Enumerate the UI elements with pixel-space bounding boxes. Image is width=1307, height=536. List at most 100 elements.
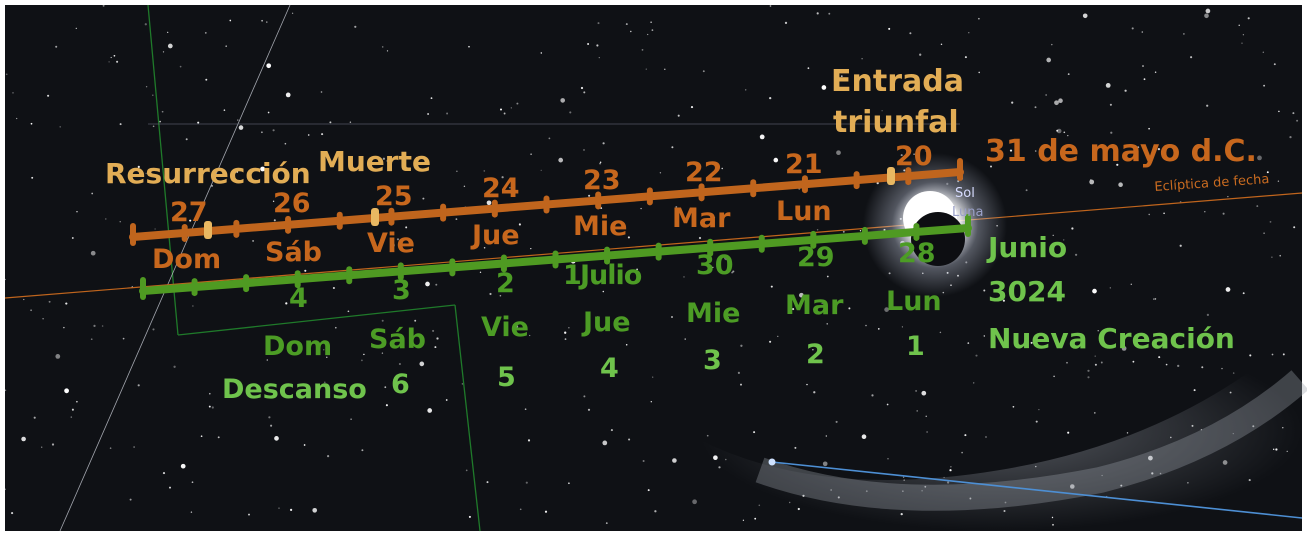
star	[486, 200, 492, 206]
star	[461, 383, 464, 385]
star	[1100, 361, 1103, 364]
star	[1062, 249, 1065, 252]
star	[1093, 412, 1096, 414]
star	[1094, 363, 1097, 366]
star	[921, 390, 927, 396]
green-date: 1	[563, 260, 582, 291]
star	[384, 386, 387, 389]
star	[1034, 150, 1037, 152]
star	[284, 142, 287, 145]
star	[129, 498, 132, 501]
star	[784, 21, 788, 25]
star	[558, 157, 564, 163]
star	[1190, 56, 1193, 59]
star	[1082, 13, 1088, 19]
creation-day-number: 2	[806, 339, 825, 370]
star	[238, 125, 244, 130]
star	[1153, 298, 1155, 300]
green-weekday: Jue	[583, 307, 631, 338]
star	[4, 488, 6, 491]
star	[1058, 98, 1063, 104]
star	[770, 285, 773, 288]
star	[1087, 369, 1090, 372]
star	[385, 404, 388, 407]
star	[564, 338, 567, 340]
star	[825, 435, 827, 437]
star	[113, 54, 116, 57]
star	[1278, 110, 1280, 113]
star	[702, 70, 705, 73]
star	[486, 481, 489, 484]
star	[430, 97, 433, 99]
star	[769, 5, 772, 7]
star	[1045, 94, 1047, 96]
orange-weekday: Lun	[776, 196, 832, 227]
ecliptic-line	[4, 192, 1303, 299]
star	[321, 133, 324, 136]
star	[119, 123, 122, 126]
star	[145, 86, 148, 88]
star	[422, 197, 425, 200]
star	[468, 45, 470, 48]
star	[105, 218, 107, 220]
star	[740, 344, 743, 347]
star	[133, 446, 135, 448]
star	[985, 436, 987, 438]
star	[1052, 234, 1054, 236]
star	[732, 270, 735, 273]
star	[1148, 213, 1150, 216]
star	[119, 221, 121, 223]
star	[71, 237, 74, 239]
star	[560, 98, 566, 103]
star	[1110, 131, 1113, 134]
star	[518, 223, 521, 226]
star	[871, 394, 874, 397]
star	[272, 129, 275, 132]
star	[821, 302, 824, 305]
orange-timeline	[129, 158, 964, 246]
star	[261, 131, 263, 134]
star	[304, 269, 307, 272]
star	[1263, 84, 1266, 87]
event-marker	[371, 208, 379, 226]
orange-day-number: 27	[170, 197, 208, 228]
event-marker	[204, 221, 212, 239]
star	[11, 512, 14, 515]
star	[190, 511, 193, 513]
star	[71, 408, 74, 411]
star	[197, 121, 200, 124]
star	[278, 507, 280, 509]
star	[1056, 129, 1059, 132]
star	[1238, 24, 1240, 26]
star	[510, 107, 512, 109]
star	[1097, 330, 1099, 332]
star	[602, 142, 605, 145]
star	[248, 513, 250, 516]
star	[260, 166, 265, 172]
star	[501, 176, 504, 179]
star	[1201, 366, 1204, 369]
star	[1009, 149, 1013, 152]
star	[816, 229, 819, 231]
star	[524, 408, 527, 411]
star	[961, 451, 963, 454]
star	[1269, 221, 1272, 223]
star	[877, 328, 880, 330]
star	[177, 175, 180, 177]
green-date: 30	[696, 250, 734, 281]
star	[1067, 135, 1069, 137]
star	[990, 299, 992, 301]
star	[925, 415, 927, 417]
star	[148, 174, 151, 177]
star	[361, 449, 364, 452]
orange-weekday: Vie	[367, 228, 415, 259]
star	[1165, 363, 1168, 366]
star	[445, 399, 448, 401]
star	[1262, 51, 1264, 53]
star	[48, 300, 51, 303]
star	[1092, 288, 1097, 294]
star	[1257, 155, 1262, 161]
star	[975, 354, 978, 357]
star	[967, 342, 970, 344]
star	[652, 376, 654, 378]
